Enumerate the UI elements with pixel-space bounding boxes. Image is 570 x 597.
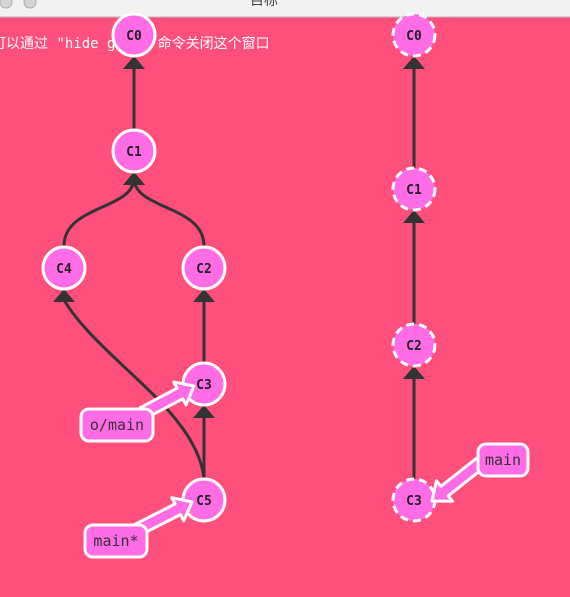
- commit-label: C4: [56, 262, 72, 277]
- arrow-head-icon: [193, 289, 215, 302]
- branch-ref-main-[interactable]: main*: [83, 490, 198, 559]
- arrow-head-icon: [403, 366, 425, 379]
- commit-circle: [111, 12, 157, 58]
- commit-label: C0: [126, 29, 142, 44]
- commit-node-c0[interactable]: C0: [391, 12, 437, 58]
- arrow-head-icon: [193, 405, 215, 418]
- commit-node-c3[interactable]: C3: [391, 477, 437, 523]
- commit-label: C0: [406, 29, 422, 44]
- commit-node-c2[interactable]: C2: [181, 245, 227, 291]
- window-title: 目标: [250, 0, 278, 8]
- arrow-head-icon: [403, 210, 425, 223]
- refs-layer: o/main main* main: [79, 375, 530, 559]
- commit-circle: [391, 322, 437, 368]
- edge-c2-to-c1: [132, 177, 206, 247]
- commit-label: C3: [406, 494, 422, 509]
- commit-node-c2[interactable]: C2: [391, 322, 437, 368]
- ref-label: main*: [93, 532, 138, 550]
- commit-circle: [181, 245, 227, 291]
- commit-node-c1[interactable]: C1: [111, 128, 157, 174]
- branch-ref-o-main[interactable]: o/main: [79, 375, 200, 443]
- commit-node-c4[interactable]: C4: [41, 245, 87, 291]
- commit-circle: [391, 166, 437, 212]
- ref-label: o/main: [90, 416, 144, 434]
- ref-label-box: [476, 442, 530, 478]
- window-titlebar[interactable]: [0, 0, 570, 17]
- ref-label-box: [79, 407, 155, 443]
- arrow-head-icon: [53, 289, 75, 302]
- commit-node-c0[interactable]: C0: [111, 12, 157, 58]
- commit-label: C1: [126, 145, 142, 160]
- ref-label-box: [83, 523, 149, 559]
- edge-c5-to-c4: [62, 299, 206, 479]
- window-control-icon[interactable]: [0, 0, 13, 9]
- commit-circle: [41, 245, 87, 291]
- edge-c4-to-c1: [62, 177, 136, 247]
- commit-label: C5: [196, 494, 212, 509]
- window-control-icon[interactable]: [23, 0, 37, 9]
- commit-label: C2: [406, 339, 422, 354]
- arrow-head-icon: [123, 172, 145, 185]
- commit-circle: [391, 12, 437, 58]
- commit-label: C1: [406, 183, 422, 198]
- commit-label: C2: [196, 262, 212, 277]
- commit-circle: [111, 128, 157, 174]
- commit-node-c1[interactable]: C1: [391, 166, 437, 212]
- ref-arrow-icon: [430, 453, 490, 503]
- commit-label: C3: [196, 378, 212, 393]
- ref-label: main: [485, 451, 521, 469]
- arrow-head-icon: [403, 56, 425, 69]
- edges-layer: [53, 56, 425, 479]
- arrow-head-icon: [123, 56, 145, 69]
- branch-ref-main[interactable]: main: [424, 442, 530, 511]
